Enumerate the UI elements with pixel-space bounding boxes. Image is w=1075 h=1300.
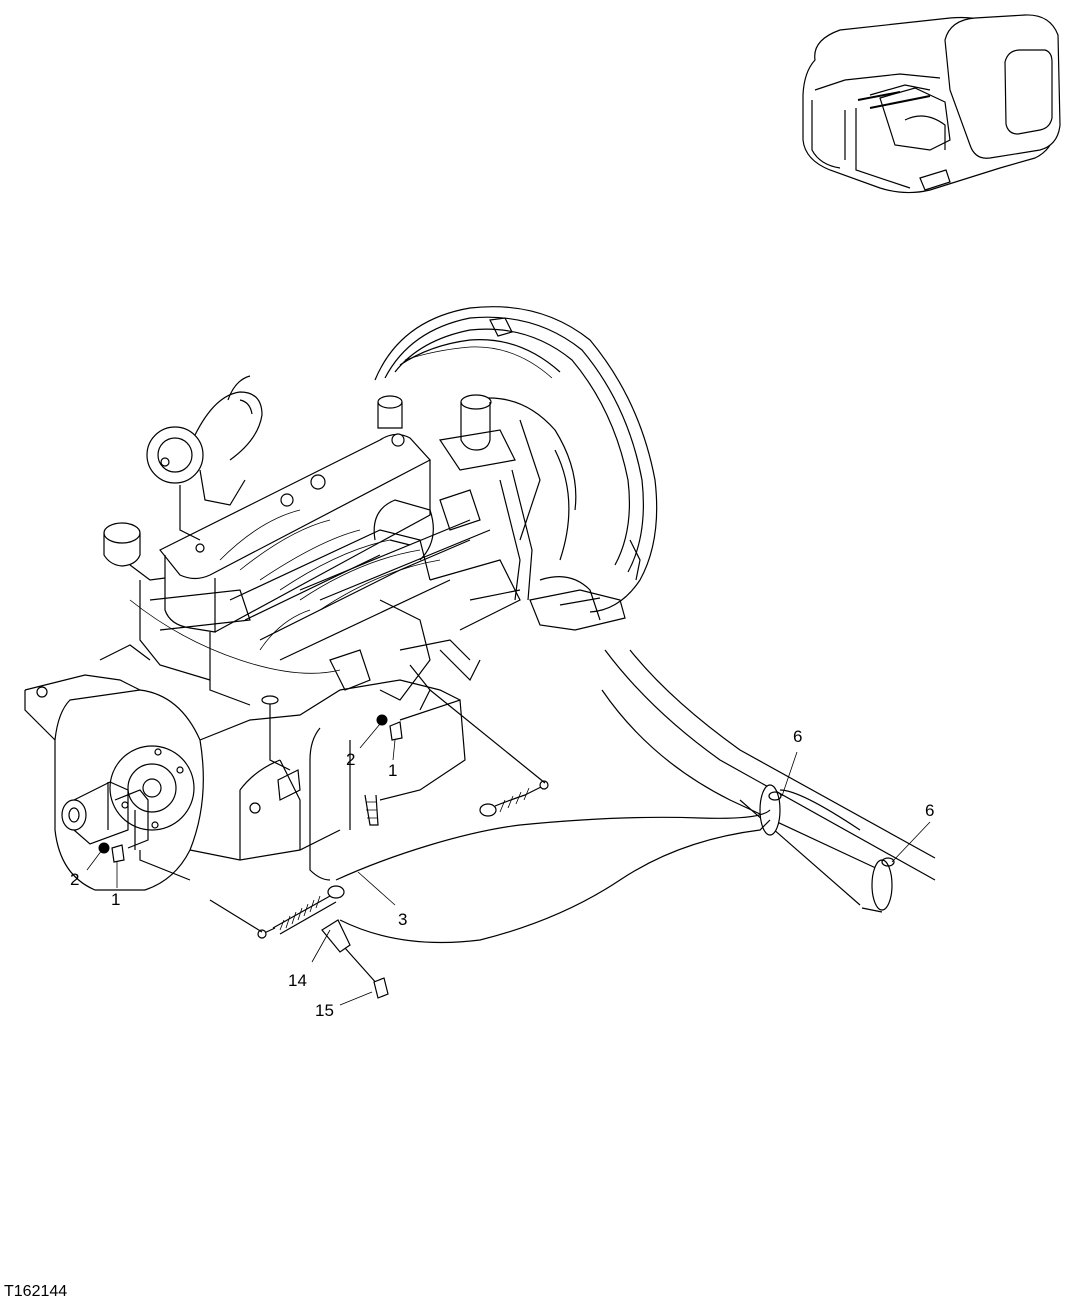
fastener-group [98,714,403,863]
callout-1: 1 [388,761,397,780]
machine-locator-icon [802,14,1061,194]
harness-clamp-drawing [601,649,936,913]
figure-id: T162144 [4,1283,67,1300]
throttle-cable-drawing [209,689,771,999]
callout-14: 14 [288,971,307,990]
callout-1: 1 [111,890,120,909]
callout-6: 6 [925,801,934,820]
callout-3: 3 [398,910,407,929]
nut-icon [376,714,388,726]
callout-2: 2 [346,750,355,769]
bolt-icon [111,844,125,863]
callout-2: 2 [70,870,79,889]
bolt-icon [389,721,403,741]
callout-6: 6 [793,727,802,746]
callout-labels: 2 1 2 1 3 6 6 14 15 [70,727,934,1020]
callout-15: 15 [315,1001,334,1020]
leader-lines [86,723,931,1006]
engine-assembly-drawing [24,306,658,891]
